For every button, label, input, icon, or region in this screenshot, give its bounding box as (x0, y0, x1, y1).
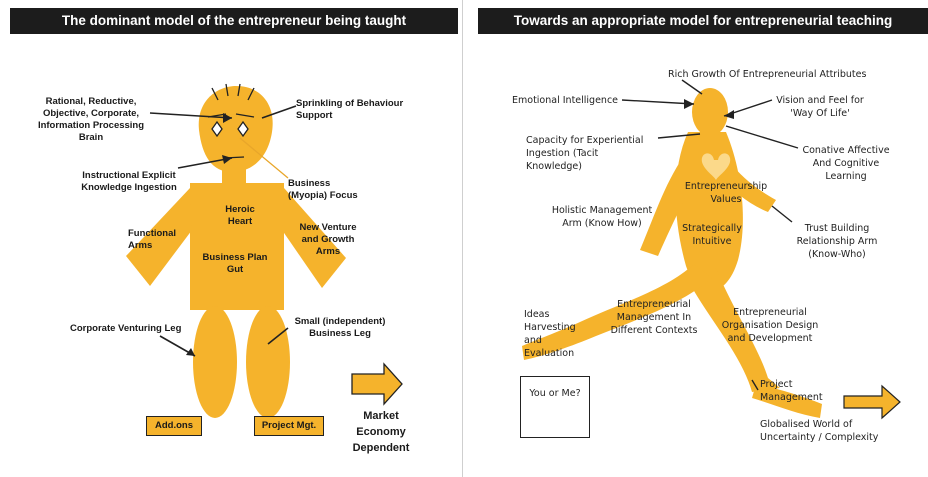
box-project-mgt: Project Mgt. (254, 416, 324, 436)
label-capacity: Capacity for Experiential Ingestion (Tac… (526, 135, 644, 172)
hair-strokes (211, 83, 255, 101)
dominant-model-figure (126, 83, 403, 418)
left-panel: The dominant model of the entrepreneur b… (0, 0, 463, 477)
appropriate-model-figure (522, 79, 901, 420)
label-globalised: Globalised World of Uncertainty / Comple… (760, 419, 879, 443)
label-brain: Rational, Reductive, Objective, Corporat… (37, 96, 145, 143)
label-conative: Conative Affective And Cognitive Learnin… (802, 145, 890, 182)
label-behaviour: Sprinkling of Behaviour Support (296, 98, 404, 121)
brow-right (235, 113, 255, 118)
right-panel-title: Towards an appropriate model for entrepr… (478, 8, 928, 34)
figure-body (126, 86, 346, 418)
label-new-venture: New Venture and Growth Arms (299, 222, 357, 257)
right-panel: Towards an appropriate model for entrepr… (476, 0, 928, 477)
label-ideas: Ideas Harvesting and Evaluation (524, 309, 576, 359)
box-you-or-me: You or Me? (520, 376, 590, 438)
brain-pointer (149, 112, 233, 119)
left-panel-title: The dominant model of the entrepreneur b… (10, 8, 458, 34)
left-eye (211, 120, 223, 138)
label-organisation: Entrepreneurial Organisation Design and … (721, 307, 819, 344)
label-management: Entrepreneurial Management In Different … (610, 299, 698, 336)
right-eye (237, 120, 249, 138)
label-holistic: Holistic Management Arm (Know How) (551, 205, 653, 229)
label-project: Project Management (760, 379, 823, 403)
pointer-lines (621, 79, 799, 391)
heart-shape (701, 153, 731, 180)
label-small-leg: Small (independent) Business Leg (294, 316, 386, 339)
figure-left-arm (126, 188, 192, 286)
label-strategically: Strategically Intuitive (682, 223, 742, 247)
figure-torso (190, 183, 284, 310)
figure-neck (222, 168, 246, 186)
label-myopia: Business (Myopia) Focus (288, 178, 358, 201)
market-arrow (351, 362, 403, 406)
behaviour-pointer (261, 105, 297, 119)
runner-foot (752, 384, 822, 418)
label-instructional: Instructional Explicit Knowledge Ingesti… (81, 170, 177, 193)
figure-head (198, 86, 273, 172)
label-heroic: Heroic Heart (225, 204, 255, 227)
runner-front-arm (720, 160, 776, 212)
myopia-pointer (239, 137, 289, 179)
label-business-plan: Business Plan Gut (202, 252, 268, 275)
runner-back-arm (640, 150, 702, 256)
label-emotional: Emotional Intelligence (512, 95, 619, 106)
label-functional: Functional Arms (128, 228, 177, 251)
runner-front-leg (690, 268, 780, 392)
runner-body (522, 88, 822, 418)
label-rich-growth: Rich Growth Of Entrepreneurial Attribute… (668, 69, 867, 80)
label-vision: Vision and Feel for 'Way Of Life' (776, 95, 864, 119)
instructional-pointer (177, 157, 233, 169)
pointer-heads (684, 99, 734, 119)
figure-right-arm (282, 188, 346, 288)
runner-rear-leg (522, 264, 712, 360)
globalised-arrow (843, 384, 901, 420)
figure-left-leg (193, 306, 237, 418)
box-addons: Add.ons (146, 416, 202, 436)
small-leg-pointer (267, 327, 289, 345)
label-trust: Trust Building Relationship Arm (Know-Wh… (796, 223, 878, 260)
label-corporate-leg: Corporate Venturing Leg (70, 323, 182, 334)
label-market: Market Economy Dependent (352, 410, 410, 454)
figure-right-leg (246, 306, 290, 418)
runner-head (692, 88, 728, 136)
label-values: Entrepreneurship Values (684, 181, 768, 205)
pointer-heads (186, 113, 232, 356)
